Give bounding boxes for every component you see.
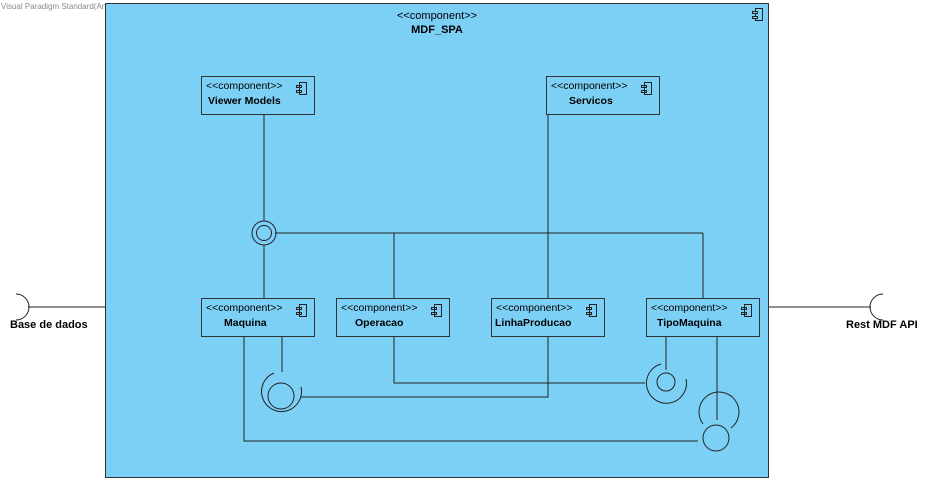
component-name: TipoMaquina xyxy=(657,317,722,329)
component-name: LinhaProducao xyxy=(495,317,572,329)
component-stereotype: <<component>> xyxy=(496,302,573,314)
component-icon xyxy=(431,304,442,317)
component-stereotype: <<component>> xyxy=(651,302,728,314)
component-icon xyxy=(752,8,763,21)
component-icon xyxy=(741,304,752,317)
port-label-rest-mdf-api: Rest MDF API xyxy=(846,319,918,331)
provided-interface xyxy=(251,220,277,246)
provided-interface-a xyxy=(267,382,295,410)
required-socket-c xyxy=(698,391,740,429)
component-viewer-models[interactable]: <<component>> Viewer Models xyxy=(201,76,315,115)
component-servicos[interactable]: <<component>> Servicos xyxy=(546,76,660,115)
component-icon xyxy=(296,304,307,317)
component-stereotype: <<component>> xyxy=(551,80,628,92)
required-port-left xyxy=(15,293,30,321)
required-port-right xyxy=(869,293,884,321)
component-name: Operacao xyxy=(355,317,404,329)
component-name: Viewer Models xyxy=(208,95,281,107)
component-stereotype: <<component>> xyxy=(341,302,418,314)
required-socket-a xyxy=(261,372,302,413)
component-stereotype: <<component>> xyxy=(206,80,283,92)
component-name: Maquina xyxy=(224,317,267,329)
component-icon xyxy=(586,304,597,317)
component-linhaproducao[interactable]: <<component>> LinhaProducao xyxy=(491,298,605,337)
connector-linhaproducao-down xyxy=(301,337,549,398)
container-name: MDF_SPA xyxy=(411,24,463,36)
container-stereotype: <<component>> xyxy=(396,10,478,22)
connector-maquina-down xyxy=(243,337,698,442)
required-socket-b xyxy=(645,363,687,404)
component-name: Servicos xyxy=(569,95,613,107)
component-maquina[interactable]: <<component>> Maquina xyxy=(201,298,315,337)
port-label-base-de-dados: Base de dados xyxy=(10,319,88,331)
provided-interface-c xyxy=(702,424,730,452)
component-icon xyxy=(641,82,652,95)
provided-interface-b xyxy=(656,372,676,392)
component-operacao[interactable]: <<component>> Operacao xyxy=(336,298,450,337)
component-icon xyxy=(296,82,307,95)
component-tipomaquina[interactable]: <<component>> TipoMaquina xyxy=(646,298,760,337)
provided-interface-inner xyxy=(256,225,272,241)
connector-operacao-down xyxy=(393,337,645,384)
component-stereotype: <<component>> xyxy=(206,302,283,314)
